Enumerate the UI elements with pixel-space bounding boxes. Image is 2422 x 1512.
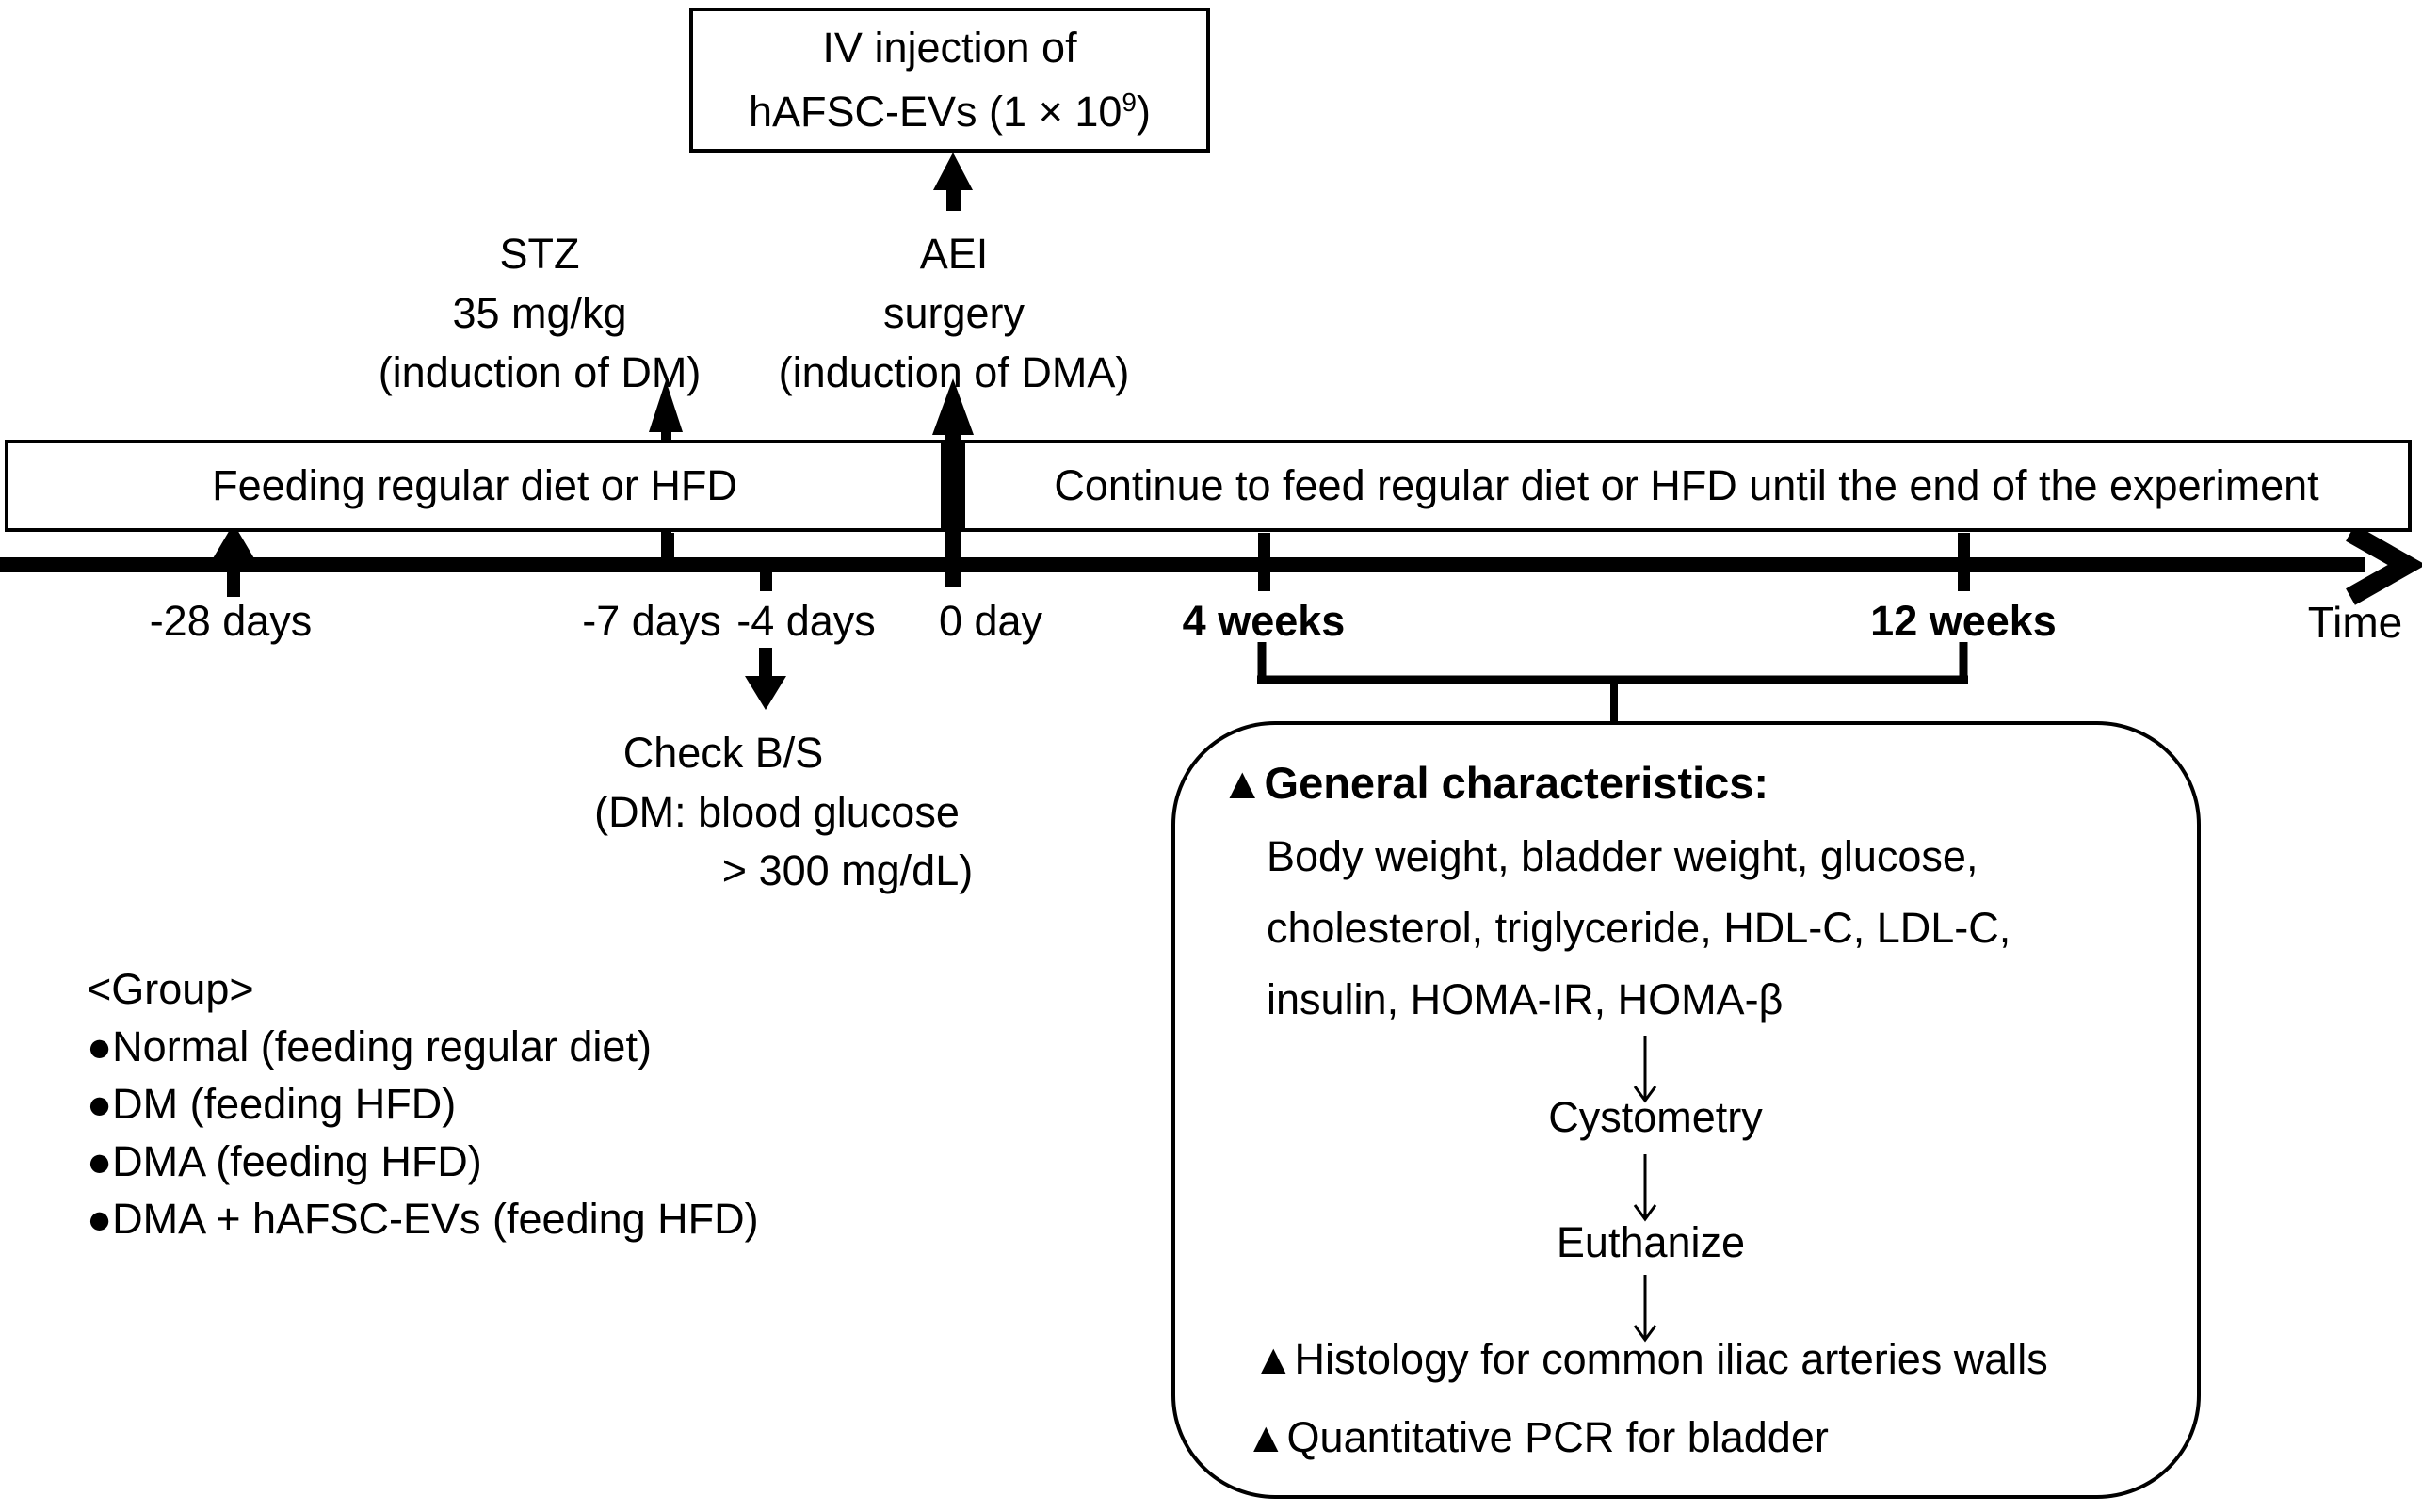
tick-label-0day: 0 day — [938, 597, 1043, 645]
iv-injection-box-text: IV injection of hAFSC-EVs (1 × 109) — [749, 21, 1151, 139]
outcome-result-pcr: ▲Quantitative PCR for bladder — [1245, 1413, 1829, 1461]
tick-label-minus7: -7 days — [582, 597, 721, 645]
aei-label: AEI surgery (induction of DMA) — [779, 224, 1130, 402]
aei-line2: surgery — [882, 289, 1025, 337]
check-bs-line3: > 300 mg/dL) — [721, 846, 974, 894]
outcome-line2: cholesterol, triglyceride, HDL-C, LDL-C, — [1267, 904, 2011, 952]
continue-diet-box: Continue to feed regular diet or HFD unt… — [961, 440, 2412, 532]
feed-diet-box: Feeding regular diet or HFD — [5, 440, 945, 532]
flow-down-arrow-icon-3 — [1633, 1275, 1657, 1343]
outcome-step-cystometry: Cystometry — [1548, 1093, 1763, 1141]
check-bs-line2: (DM: blood glucose — [594, 788, 960, 836]
outcome-step-euthanize: Euthanize — [1556, 1218, 1746, 1266]
outcome-box — [1171, 721, 2201, 1499]
timeline-bar — [0, 557, 2365, 572]
tick-label-4weeks: 4 weeks — [1182, 597, 1346, 645]
iv-box-line1: IV injection of — [822, 24, 1077, 72]
group-item-normal: ●Normal (feeding regular diet) — [87, 1022, 652, 1070]
stz-line1: STZ — [499, 230, 580, 278]
tick-12weeks-lower — [1958, 572, 1970, 591]
stz-line2: 35 mg/kg — [452, 289, 627, 337]
check-bs-line1: Check B/S — [622, 729, 824, 777]
tick-4weeks-upper — [1258, 533, 1270, 559]
continue-diet-box-text: Continue to feed regular diet or HFD unt… — [1054, 461, 2319, 509]
group-legend-title: <Group> — [87, 965, 254, 1013]
time-axis-label: Time — [2307, 598, 2403, 647]
stz-line3: (induction of DM) — [378, 348, 702, 396]
timeline-arrowhead-icon — [2346, 524, 2422, 605]
iv-box-line2: hAFSC-EVs (1 × 109) — [749, 88, 1151, 136]
tick-4weeks-lower — [1258, 572, 1270, 591]
tick-label-minus28: -28 days — [149, 597, 313, 645]
group-item-dma-hafsc: ●DMA + hAFSC-EVs (feeding HFD) — [87, 1195, 759, 1243]
exponent: 9 — [1122, 88, 1137, 117]
flow-down-arrow-icon-2 — [1633, 1154, 1657, 1222]
aei-line3: (induction of DMA) — [778, 348, 1130, 396]
feed-diet-box-text: Feeding regular diet or HFD — [212, 461, 737, 509]
minus28-up-arrow-icon — [209, 523, 258, 597]
iv-injection-up-arrow-icon — [933, 153, 973, 211]
weeks-bracket — [1257, 642, 1968, 721]
group-item-dma: ●DMA (feeding HFD) — [87, 1137, 482, 1185]
tick-label-minus4: -4 days — [736, 597, 876, 645]
outcome-title: ▲General characteristics: — [1220, 758, 1769, 808]
flow-down-arrow-icon-1 — [1633, 1036, 1657, 1103]
aei-line1: AEI — [919, 230, 989, 278]
outcome-line3: insulin, HOMA-IR, HOMA-β — [1267, 975, 1784, 1023]
aei-up-arrow-icon — [932, 378, 974, 587]
stz-label: STZ 35 mg/kg (induction of DM) — [379, 224, 702, 402]
tick-12weeks-upper — [1958, 533, 1970, 559]
group-item-dm: ●DM (feeding HFD) — [87, 1080, 457, 1128]
iv-injection-box: IV injection of hAFSC-EVs (1 × 109) — [689, 8, 1210, 153]
group-legend: <Group> ●Normal (feeding regular diet) ●… — [87, 960, 759, 1247]
check-bs-down-arrow-icon — [745, 648, 786, 710]
tick-label-12weeks: 12 weeks — [1870, 597, 2057, 645]
tick-minus4-lower — [760, 572, 772, 591]
outcome-result-histology: ▲Histology for common iliac arteries wal… — [1252, 1335, 2048, 1383]
outcome-line1: Body weight, bladder weight, glucose, — [1267, 832, 1978, 880]
